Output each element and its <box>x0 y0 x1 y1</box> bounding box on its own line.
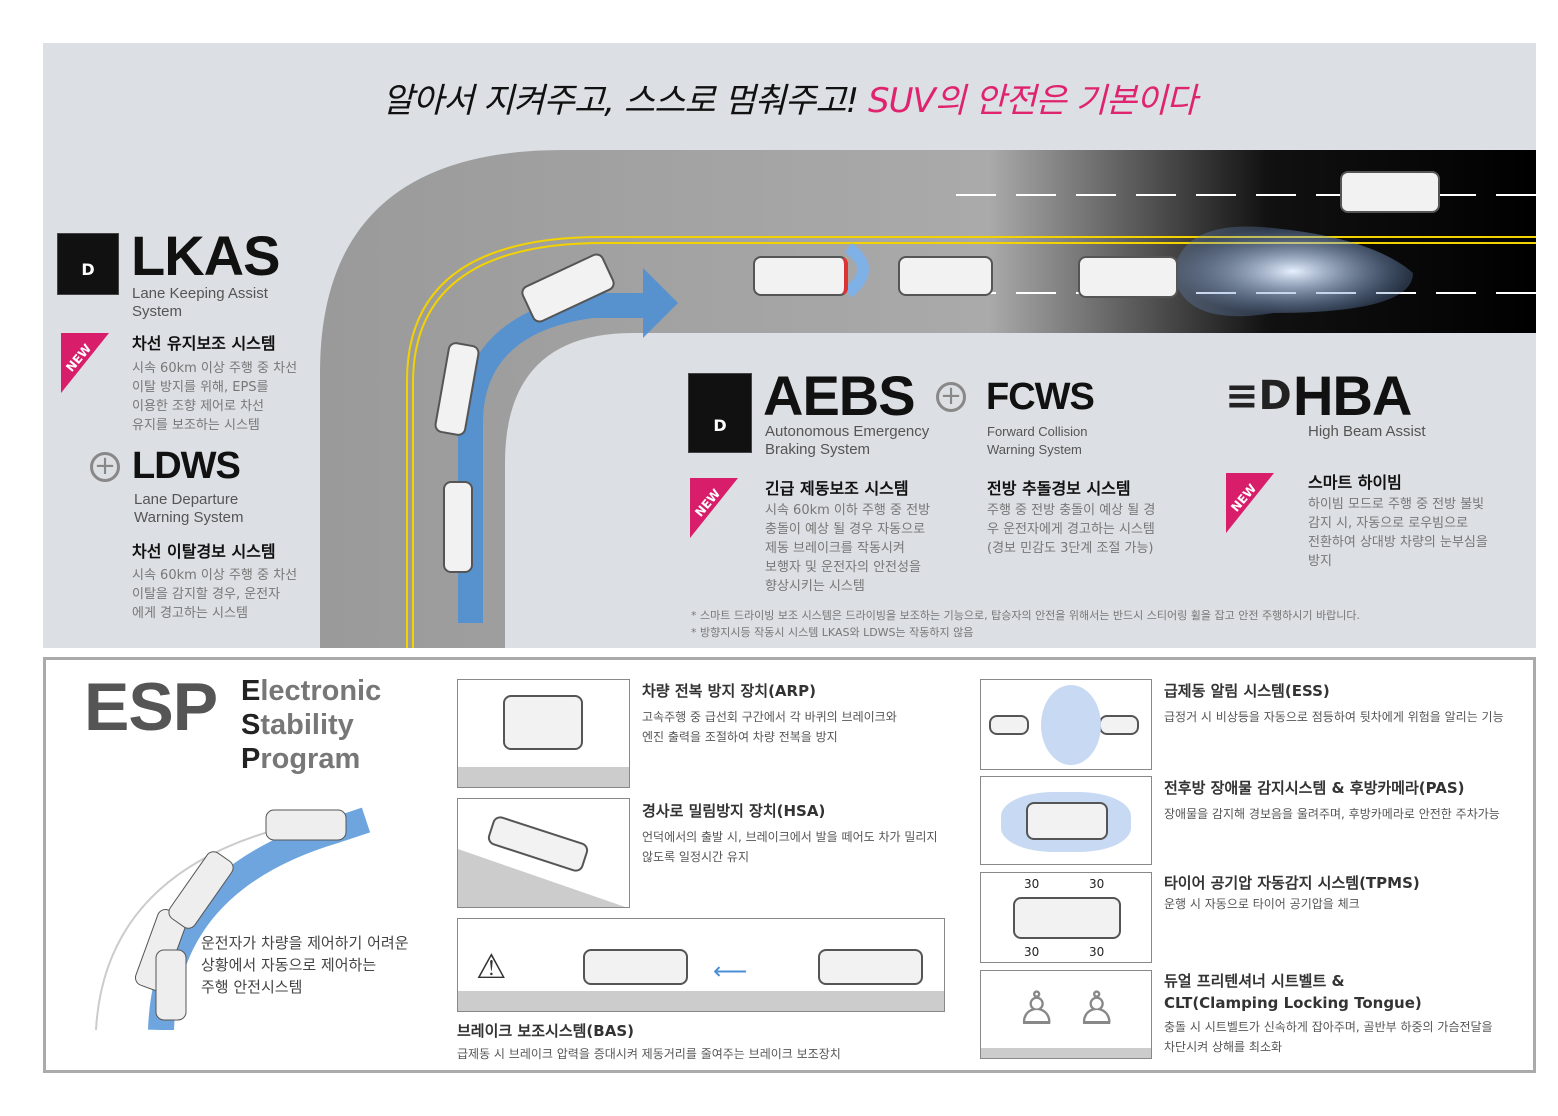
hba-kor: 스마트 하이빔 <box>1308 473 1402 492</box>
arrow-left-icon: ⟵ <box>713 957 748 985</box>
plus-icon: + <box>90 452 120 482</box>
fcws-kor: 전방 추돌경보 시스템 <box>987 479 1131 498</box>
aebs-title: AEBS <box>763 364 916 427</box>
feature-desc: 급제동 시 브레이크 압력을 증대시켜 제동거리를 줄여주는 브레이크 보조장치 <box>457 1047 841 1061</box>
car-icon <box>898 256 993 296</box>
feature-desc: 급정거 시 비상등을 자동으로 점등하여 뒷차에게 위험을 알리는 기능 <box>1164 710 1504 724</box>
arp-image <box>457 679 630 788</box>
esp-full-name: Electronic Stability Program <box>241 675 382 775</box>
hba-title: HBA <box>1293 364 1412 427</box>
lkas-dashboard-icon: D <box>57 233 119 295</box>
car-icon <box>1078 256 1178 298</box>
page-title: 알아서 지켜주고, 스스로 멈춰주고! SUV의 안전은 기본이다 <box>382 81 1197 121</box>
hba-eng: High Beam Assist <box>1308 423 1426 440</box>
footnote: * 스마트 드라이빙 보조 시스템은 드라이빙을 보조하는 기능으로, 탑승자의… <box>691 609 1361 622</box>
tire-pressure-rl: 30 <box>1024 945 1040 959</box>
feature-title: 급제동 알림 시스템(ESS) <box>1164 682 1330 700</box>
lkas-kor: 차선 유지보조 시스템 <box>132 334 276 353</box>
adas-panel: 알아서 지켜주고, 스스로 멈춰주고! SUV의 안전은 기본이다 D LKAS… <box>43 43 1536 648</box>
ess-image <box>980 679 1152 770</box>
warning-icon: ⚠ <box>476 947 507 987</box>
lkas-title: LKAS <box>131 224 280 287</box>
fcws-title: FCWS <box>986 376 1095 418</box>
esp-illustration <box>95 807 371 1030</box>
feature-title: 경사로 밀림방지 장치(HSA) <box>642 802 826 820</box>
seatbelt-image: ♙♙ <box>980 970 1152 1059</box>
feature-title: 차량 전복 방지 장치(ARP) <box>642 682 816 700</box>
pas-image <box>980 776 1152 865</box>
tire-pressure-fl: 30 <box>1024 877 1040 891</box>
esp-title: ESP <box>84 669 218 745</box>
hsa-image <box>457 798 630 908</box>
aebs-kor: 긴급 제동보조 시스템 <box>765 479 909 498</box>
bas-image: ⚠ ⟵ <box>457 918 945 1012</box>
lkas-eng: Lane Keeping Assist System <box>132 285 268 320</box>
feature-desc: 운행 시 자동으로 타이어 공기압을 체크 <box>1164 897 1360 911</box>
feature-title: 듀얼 프리텐셔너 시트벨트 &CLT(Clamping Locking Tong… <box>1164 972 1422 1012</box>
tire-pressure-fr: 30 <box>1089 877 1105 891</box>
feature-title: 타이어 공기압 자동감지 시스템(TPMS) <box>1164 874 1420 892</box>
ldws-kor: 차선 이탈경보 시스템 <box>132 542 276 561</box>
plus-icon: + <box>936 382 966 412</box>
footnote: * 방향지시등 작동시 시스템 LKAS와 LDWS는 작동하지 않음 <box>691 626 974 639</box>
feature-title: 전후방 장애물 감지시스템 & 후방카메라(PAS) <box>1164 779 1465 797</box>
feature-title: 브레이크 보조시스템(BAS) <box>457 1022 634 1040</box>
car-icon <box>443 481 473 573</box>
ldws-title: LDWS <box>132 445 241 487</box>
tpms-image: 30 30 30 30 <box>980 872 1152 963</box>
car-icon <box>1340 171 1440 213</box>
aebs-dashboard-icon: D <box>688 373 752 453</box>
esp-panel: ESP Electronic Stability Program 운전자가 차량… <box>43 657 1536 1073</box>
tire-pressure-rr: 30 <box>1089 945 1105 959</box>
road-illustration <box>320 150 1536 648</box>
seated-person-icon: ♙ <box>1016 981 1058 1035</box>
seated-person-icon: ♙ <box>1076 981 1118 1035</box>
feature-desc: 장애물을 감지해 경보음을 울려주며, 후방카메라로 안전한 주차가능 <box>1164 807 1500 821</box>
car-icon <box>753 256 848 296</box>
high-beam-icon: ≡D <box>1225 373 1292 419</box>
